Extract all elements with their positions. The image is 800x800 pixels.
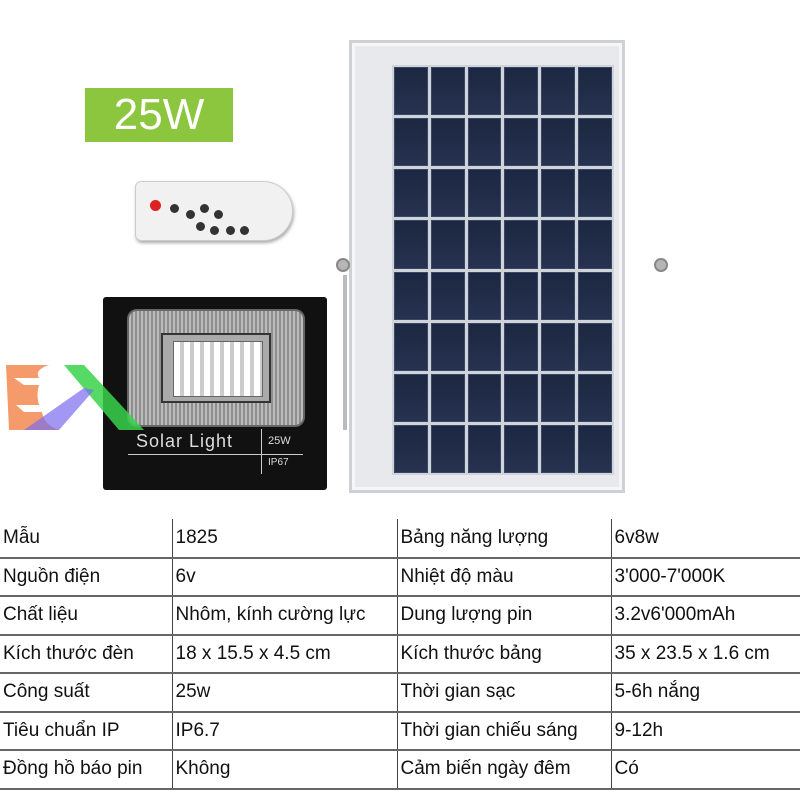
solar-cell: [504, 220, 539, 269]
spec-label: Đồng hồ báo pin: [0, 750, 172, 790]
solar-cell: [394, 373, 428, 422]
spec-label: Kích thước bảng: [396, 634, 611, 674]
spec-label: Nguồn điện: [0, 557, 172, 597]
solar-cell: [430, 373, 465, 422]
lamp-label: Solar Light: [136, 431, 234, 451]
wattage-badge: 25W: [85, 88, 233, 142]
solar-cell: [394, 271, 428, 320]
solar-cell: [578, 322, 612, 371]
spec-label: Công suất: [0, 673, 172, 713]
spec-value: 1825: [171, 519, 397, 559]
remote-control-image: [135, 181, 293, 241]
solar-cell: [504, 118, 539, 167]
spec-label: Cảm biến ngày đêm: [396, 750, 611, 790]
spec-label: Thời gian sạc: [396, 673, 611, 713]
lamp-ip: IP67: [268, 457, 289, 468]
solar-cell: [430, 322, 465, 371]
spec-value: IP6.7: [171, 711, 397, 751]
spec-value: 5-6h nắng: [610, 673, 800, 713]
solar-cell: [467, 118, 502, 167]
solar-panel-image: [349, 40, 625, 493]
solar-cell: [578, 169, 612, 218]
solar-cell: [467, 424, 502, 473]
spec-value: Có: [610, 750, 800, 790]
spec-value: 9-12h: [610, 711, 800, 751]
solar-cell: [578, 118, 612, 167]
spec-value: 25w: [171, 673, 397, 713]
spec-label: Thời gian chiếu sáng: [396, 711, 611, 751]
solar-cell: [430, 169, 465, 218]
spec-label: Kích thước đèn: [0, 634, 172, 674]
spec-value: 18 x 15.5 x 4.5 cm: [171, 634, 397, 674]
panel-stand: [343, 275, 347, 430]
spec-value: Nhôm, kính cường lực: [171, 596, 397, 636]
solar-cell: [578, 220, 612, 269]
spec-label: Chất liệu: [0, 596, 172, 636]
solar-cell: [504, 67, 539, 116]
spec-label: Dung lượng pin: [396, 596, 611, 636]
solar-cell: [394, 322, 428, 371]
solar-cell: [467, 169, 502, 218]
solar-cell: [578, 424, 612, 473]
solar-cell: [467, 322, 502, 371]
panel-wingnut-icon: [336, 258, 350, 272]
solar-cell: [394, 220, 428, 269]
solar-cell: [430, 118, 465, 167]
solar-cell: [541, 271, 576, 320]
lamp-watt: 25W: [268, 435, 291, 447]
solar-cell: [394, 424, 428, 473]
solar-cell: [430, 424, 465, 473]
spec-value: 3'000-7'000K: [610, 557, 800, 597]
solar-cell: [504, 169, 539, 218]
solar-cell: [394, 67, 428, 116]
solar-cell: [467, 373, 502, 422]
solar-cell: [467, 67, 502, 116]
solar-cell: [541, 373, 576, 422]
watermark-logo-icon: [6, 365, 144, 430]
solar-cell: [467, 220, 502, 269]
solar-cell: [541, 424, 576, 473]
panel-wingnut-icon: [654, 258, 668, 272]
solar-cell: [394, 118, 428, 167]
solar-cell: [541, 67, 576, 116]
spec-value: 6v8w: [610, 519, 800, 559]
spec-value: Không: [171, 750, 397, 790]
spec-value: 6v: [171, 557, 397, 597]
solar-cell: [430, 220, 465, 269]
solar-cell: [504, 271, 539, 320]
solar-cell: [430, 271, 465, 320]
solar-cell: [504, 322, 539, 371]
spec-label: Mẫu: [0, 519, 172, 559]
spec-value: 35 x 23.5 x 1.6 cm: [610, 634, 800, 674]
solar-cell: [541, 169, 576, 218]
solar-cell: [578, 67, 612, 116]
flood-light-image: Solar Light 25W IP67: [103, 297, 327, 490]
solar-cell: [430, 67, 465, 116]
solar-cell: [504, 373, 539, 422]
spec-label: Nhiệt độ màu: [396, 557, 611, 597]
solar-cell: [504, 424, 539, 473]
spec-label: Tiêu chuẩn IP: [0, 711, 172, 751]
solar-cell: [541, 220, 576, 269]
spec-value: 3.2v6'000mAh: [610, 596, 800, 636]
spec-label: Bảng năng lượng: [396, 519, 611, 559]
solar-cell: [578, 271, 612, 320]
solar-cell: [578, 373, 612, 422]
solar-cell: [467, 271, 502, 320]
solar-cell: [541, 118, 576, 167]
solar-cell: [394, 169, 428, 218]
solar-cell: [541, 322, 576, 371]
